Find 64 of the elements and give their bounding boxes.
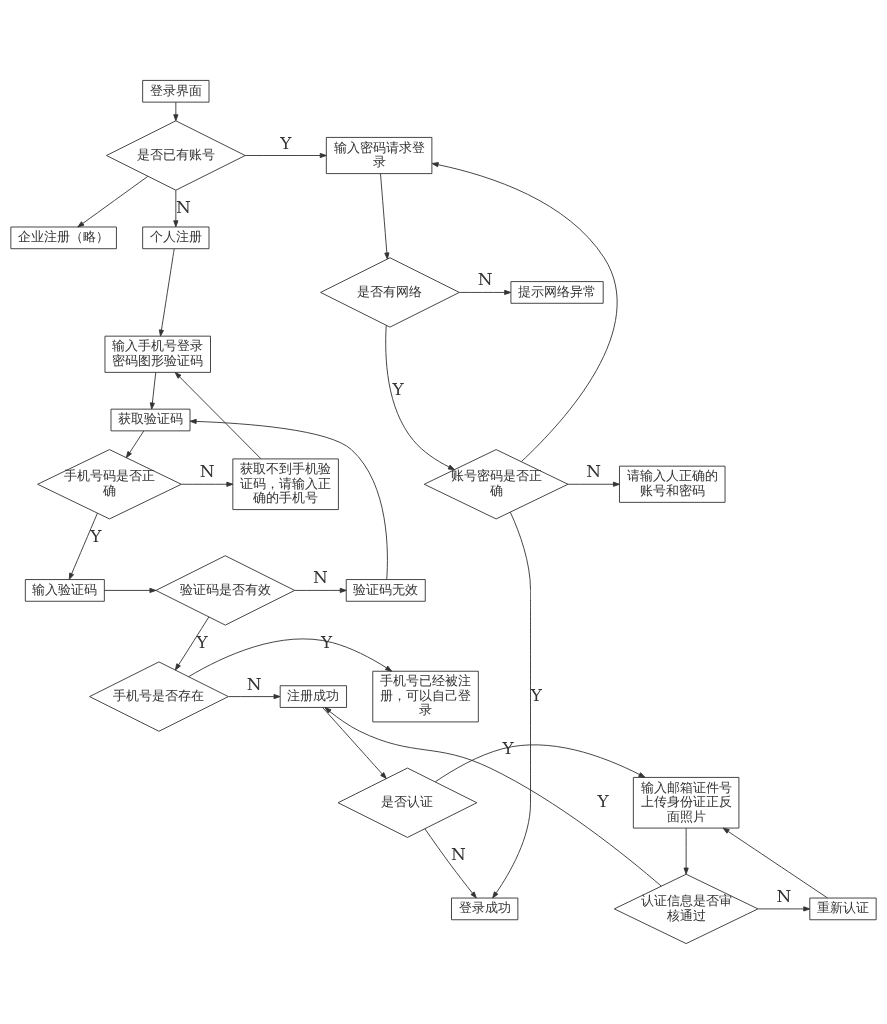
edge-label: N [451,843,466,864]
arrow [174,616,210,671]
node-box: 输入验证码 [24,579,105,602]
arrow [125,430,145,459]
arrow [77,175,149,228]
arrow [228,694,281,700]
arrow [567,481,620,487]
node-box: 登录界面 [142,79,210,103]
arrow [174,372,262,460]
arrow [431,162,618,463]
arrow [104,587,157,593]
edge-label: Y [90,525,102,546]
arrow [683,827,689,875]
arrow [294,587,347,593]
node-box: 验证码无效 [345,579,426,602]
edge-label: N [313,567,328,588]
arrow [324,707,662,887]
arrow [180,481,234,487]
node-box: 获取验证码 [110,408,191,432]
node-box: 输入密码请求登录 [325,136,433,175]
arrow [385,324,455,471]
arrow [434,744,646,783]
node-box: 输入邮箱证件号上传身份证正反面照片 [632,776,740,829]
node-diamond: 是否有网络 [320,257,460,328]
arrow [722,827,829,899]
arrow [173,189,179,228]
arrow [757,906,811,912]
node-box: 请输入人正确的账号和密码 [619,465,726,503]
edge-label: N [586,461,602,482]
arrow [492,511,531,899]
node-box: 企业注册（略） [10,226,117,250]
edge-label: N [199,461,215,482]
node-box: 登录成功 [451,897,519,921]
edge-label: N [175,196,191,217]
node-diamond: 是否已有账号 [106,120,246,191]
arrow [189,418,388,580]
arrow [458,289,512,295]
node-diamond: 账号密码是否正确 [423,449,569,520]
arrow [173,101,179,122]
node-box: 输入手机号登录密码图形验证码 [104,335,211,373]
node-box: 提示网络异常 [510,281,604,304]
node-box: 重新认证 [809,897,877,921]
arrow [188,638,393,678]
arrow [424,828,477,899]
edge-label: Y [392,378,404,399]
arrow [322,707,387,779]
edge-label: Y [597,790,609,811]
node-box: 手机号已经被注册，可以自己登录 [372,670,479,723]
arrow [158,248,175,337]
node-box: 注册成功 [279,685,347,708]
edge-label: N [776,885,792,906]
arrow [149,372,157,410]
edge-label: N [477,269,493,290]
edge-label: Y [280,132,292,153]
node-diamond: 验证码是否有效 [155,555,296,626]
edge-label: N [246,673,262,694]
arrow [68,512,98,580]
node-box: 获取不到手机验证码，请输入正确的手机号 [232,458,339,511]
edge-label: Y [196,631,208,652]
node-diamond: 认证信息是否审核通过 [613,873,759,945]
arrow [380,173,390,260]
arrow [244,152,327,159]
node-diamond: 是否认证 [337,767,478,838]
node-box: 个人注册 [142,226,210,250]
